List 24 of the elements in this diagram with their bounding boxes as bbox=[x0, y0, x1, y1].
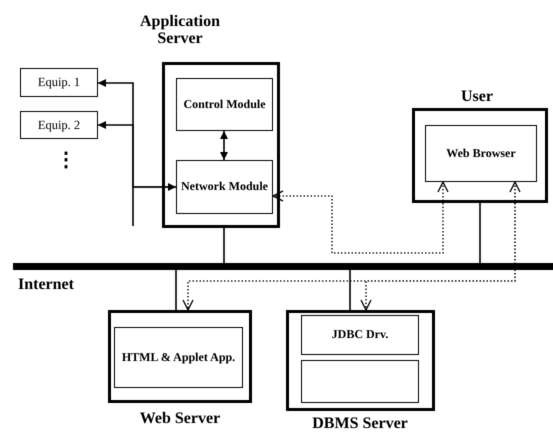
module-box: Network Module bbox=[176, 160, 273, 214]
connector-line bbox=[175, 270, 177, 310]
arrow bbox=[220, 131, 228, 160]
driver-box: JDBC Drv. bbox=[301, 315, 419, 355]
connector-line bbox=[479, 203, 481, 263]
application-box: HTML & Applet App. bbox=[114, 327, 243, 388]
arrow bbox=[98, 121, 176, 188]
connector-line bbox=[349, 270, 351, 310]
group-title: Application Server bbox=[138, 12, 221, 48]
network-label: Internet bbox=[18, 276, 74, 294]
dotted-arrow bbox=[360, 182, 516, 311]
dotted-arrow bbox=[182, 181, 521, 311]
group-title: User bbox=[461, 88, 493, 106]
equipment-box: Equip. 1 bbox=[20, 68, 98, 97]
module-box: Control Module bbox=[176, 78, 273, 131]
database-box bbox=[301, 360, 419, 403]
arrow bbox=[98, 79, 176, 191]
connector-line bbox=[223, 228, 225, 263]
continuation-dots: ⋮ bbox=[56, 150, 76, 170]
group-title: DBMS Server bbox=[312, 415, 408, 433]
equipment-box: Equip. 2 bbox=[20, 111, 98, 139]
dotted-arrow bbox=[272, 181, 449, 254]
group-title: Web Server bbox=[140, 410, 220, 428]
browser-box: Web Browser bbox=[425, 125, 537, 182]
